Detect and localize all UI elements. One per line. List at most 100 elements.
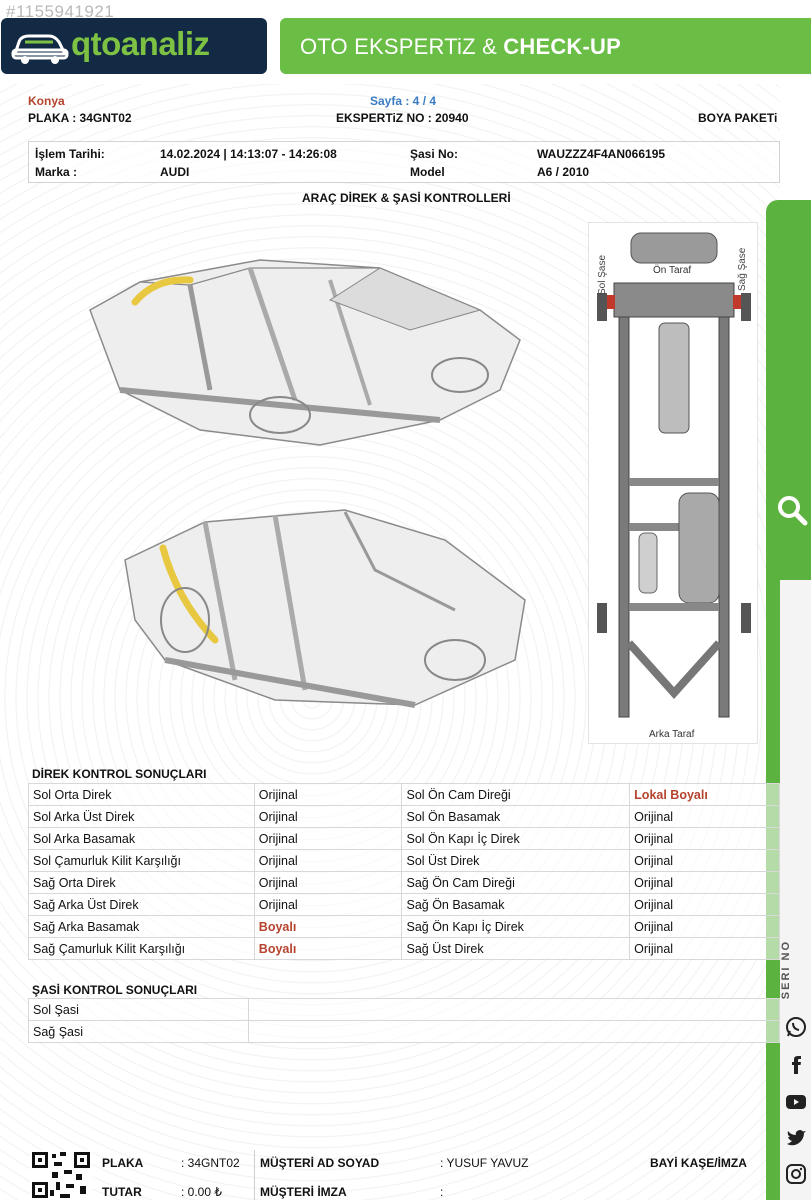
qr-code-icon[interactable] [30,1150,92,1200]
header: qtoanaliz OTO EKSPERTiZ & CHECK-UP [0,18,811,76]
watermark-id: #1155941921 [6,2,115,21]
customer-name-value: : YUSUF YAVUZ [440,1156,529,1170]
pillar-status: Boyalı [253,915,403,938]
footer-plate-value: : 34GNT02 [181,1156,240,1170]
pillar-status: Orijinal [253,871,403,894]
table-row: Sağ Şasi [28,1020,781,1043]
facebook-icon[interactable] [784,1052,808,1076]
city: Konya [28,94,65,108]
pillar-status: Lokal Boyalı [629,783,780,806]
pillar-name: Sağ Üst Direk [401,937,631,960]
pillar-name: Sol Ön Cam Direği [401,783,631,806]
chassis-no-value: WAUZZZ4F4AN066195 [537,147,666,161]
pillar-status: Orijinal [629,871,780,894]
dealer-stamp-label: BAYİ KAŞE/İMZA [650,1156,747,1170]
pillar-status: Orijinal [253,849,403,872]
date-label: İşlem Tarihi: [35,147,105,161]
logo-text: qtoanaliz [71,25,210,62]
whatsapp-icon[interactable] [784,1015,808,1039]
chassis-no-label: Şasi No: [410,147,459,161]
footer: PLAKA : 34GNT02 TUTAR : 0.00 ₺ MÜŞTERİ A… [28,1150,780,1200]
chassis-side-status [247,998,781,1021]
footer-plate-label: PLAKA [102,1156,144,1170]
right-chassis-label: Sağ Şase [737,247,748,291]
brand-value: AUDI [160,165,190,179]
banner-title-bold: CHECK-UP [503,34,622,59]
pillar-status: Orijinal [629,805,780,828]
pillar-status: Orijinal [253,805,403,828]
pillar-status: Orijinal [629,893,780,916]
logo[interactable]: qtoanaliz [1,18,267,74]
car-body-bottom-image [124,509,526,706]
pillar-name: Sol Arka Basamak [28,827,255,850]
pillar-status: Boyalı [253,937,403,960]
serial-no-label: SERI NO [780,940,792,1000]
customer-signature-value: : [440,1185,444,1199]
pillar-name: Sol Arka Üst Direk [28,805,255,828]
pillar-name: Sol Orta Direk [28,783,255,806]
pillar-status: Orijinal [629,827,780,850]
model-value: A6 / 2010 [537,165,590,179]
chassis-side-status [247,1020,781,1043]
pillar-status: Orijinal [253,783,403,806]
pillar-name: Sol Ön Basamak [401,805,631,828]
pillar-status: Orijinal [629,915,780,938]
customer-signature-label: MÜŞTERİ İMZA [260,1185,347,1199]
left-chassis-label: Sol Şase [597,254,608,295]
chassis-side-name: Sağ Şasi [28,1020,249,1043]
chassis-frame-image [597,232,751,718]
pillar-status: Orijinal [253,893,403,916]
youtube-icon[interactable] [784,1090,808,1114]
pillar-name: Sağ Ön Cam Direği [401,871,631,894]
footer-divider [254,1150,255,1200]
pillar-results-title: DİREK KONTROL SONUÇLARI [32,767,207,781]
inspection-section-title: ARAÇ DİREK & ŞASİ KONTROLLERİ [302,191,511,205]
table-row: Sol Şasi [28,998,781,1021]
pillar-name: Sol Çamurluk Kilit Karşılığı [28,849,255,872]
brand-label: Marka : [35,165,78,179]
header-banner: OTO EKSPERTiZ & CHECK-UP [280,18,811,74]
vehicle-info-box [28,141,780,183]
instagram-icon[interactable] [784,1162,808,1186]
banner-title: OTO EKSPERTiZ & [300,34,504,59]
page-number: Sayfa : 4 / 4 [370,94,437,108]
front-side-label: Ön Taraf [653,265,692,276]
pillar-name: Sol Üst Direk [401,849,631,872]
chassis-side-name: Sol Şasi [28,998,249,1021]
pillar-name: Sağ Arka Üst Direk [28,893,255,916]
plate-number: PLAKA : 34GNT02 [28,111,132,125]
model-label: Model [410,165,445,179]
package-name: BOYA PAKETi [698,111,778,125]
chassis-results-title: ŞASİ KONTROL SONUÇLARI [32,983,198,997]
pillar-name: Sağ Arka Basamak [28,915,255,938]
footer-amount-value: : 0.00 ₺ [181,1185,222,1199]
chassis-diagram: Sol Şase Ön Taraf Sağ Şase Arka Taraf [588,222,758,744]
pillar-name: Sağ Ön Basamak [401,893,631,916]
pillar-name: Sağ Orta Direk [28,871,255,894]
twitter-icon[interactable] [784,1126,808,1150]
pillar-status: Orijinal [253,827,403,850]
pillar-status: Orijinal [629,849,780,872]
pillar-status: Orijinal [629,937,780,960]
search-icon[interactable] [774,492,810,528]
pillar-name: Sağ Ön Kapı İç Direk [401,915,631,938]
side-band: SERI NO [766,200,811,1200]
car-logo-icon [11,34,69,64]
pillar-name: Sağ Çamurluk Kilit Karşılığı [28,937,255,960]
footer-amount-label: TUTAR [102,1185,142,1199]
car-body-top-image [89,259,521,446]
expertise-number: EKSPERTiZ NO : 20940 [336,111,469,125]
pillar-name: Sol Ön Kapı İç Direk [401,827,631,850]
date-value: 14.02.2024 | 14:13:07 - 14:26:08 [160,147,337,161]
customer-name-label: MÜŞTERİ AD SOYAD [260,1156,380,1170]
